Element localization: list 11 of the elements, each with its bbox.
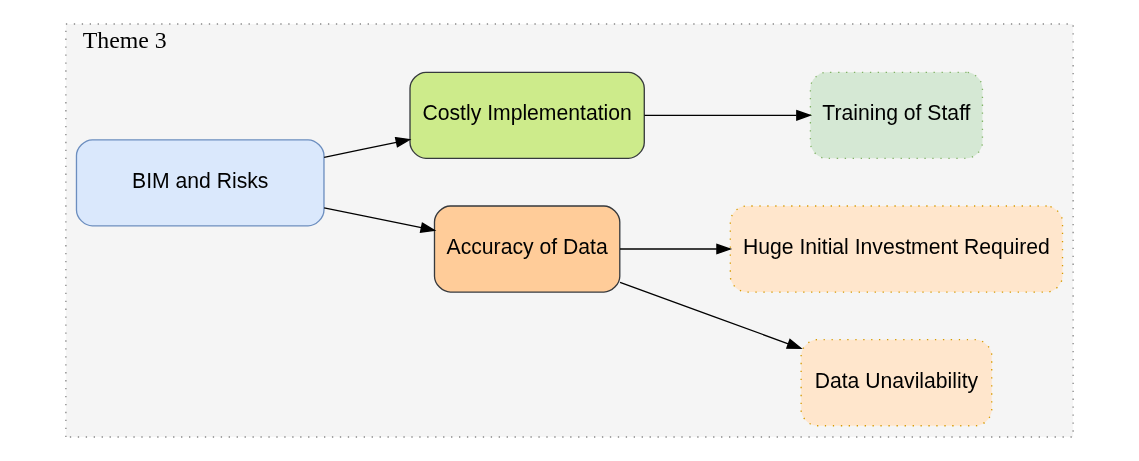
node-box: Training of Staff bbox=[809, 71, 984, 160]
arrow bbox=[619, 243, 733, 255]
node-box: Huge Initial Investment Required bbox=[729, 205, 1064, 293]
arrow bbox=[323, 207, 437, 234]
arrow bbox=[643, 109, 813, 121]
arrow bbox=[619, 281, 803, 350]
arrow bbox=[323, 136, 412, 158]
node-box: BIM and Risks bbox=[75, 139, 325, 227]
node-box: Accuracy of Data bbox=[433, 205, 621, 293]
node-box: Costly Implementation bbox=[409, 71, 645, 160]
node-box: Data Unavilability bbox=[800, 339, 993, 427]
